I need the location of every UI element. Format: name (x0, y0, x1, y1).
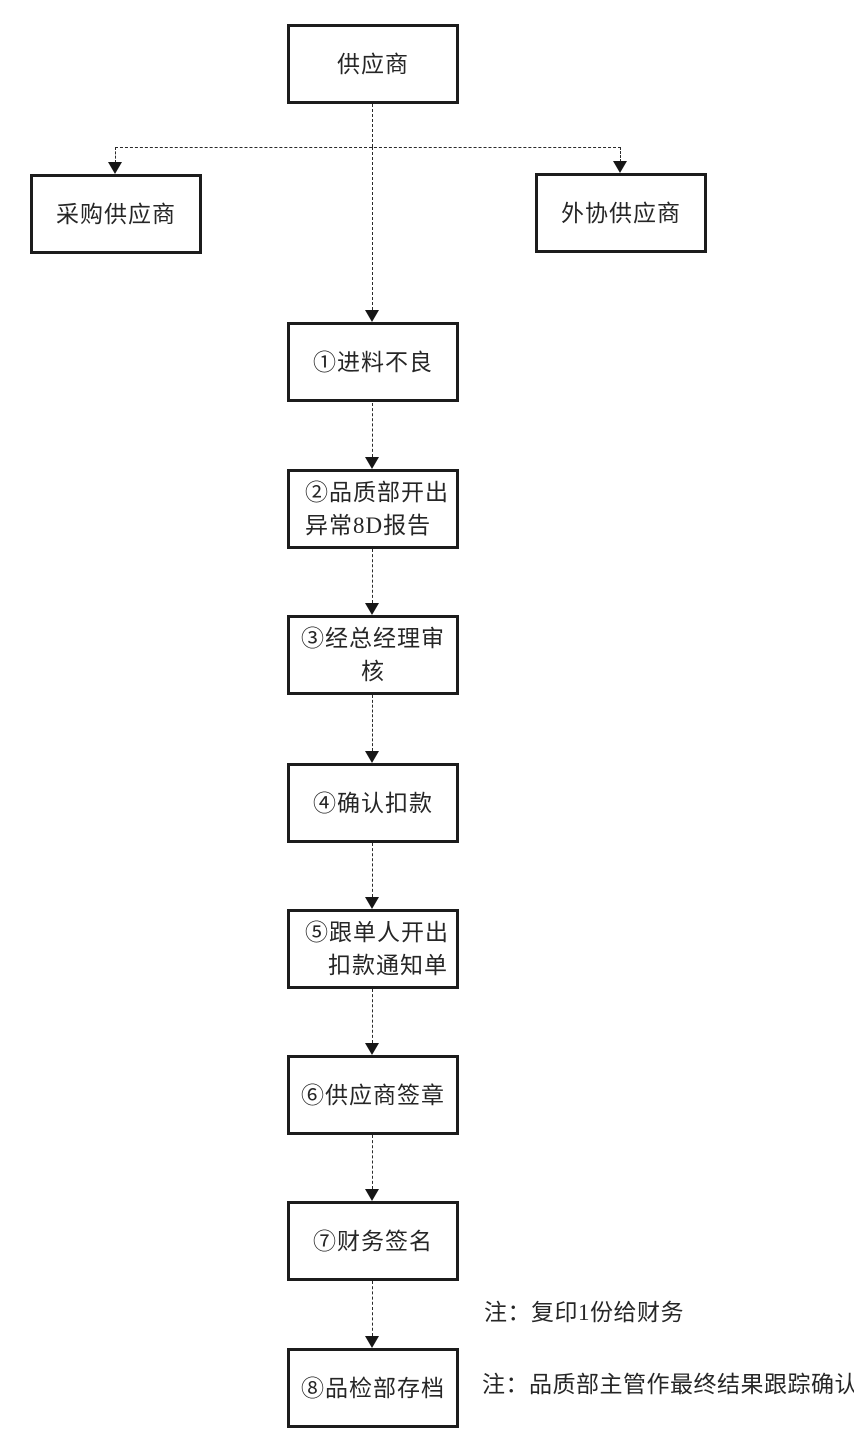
connector-step2-to-step3 (372, 549, 373, 603)
flow-box-supplier: 供应商 (287, 24, 459, 104)
arrowhead-down-icon (365, 751, 379, 763)
flow-box-label-line1: ②品质部开出 (305, 480, 449, 505)
flow-box-label-line1: ⑤跟单人开出 (305, 920, 449, 945)
flow-box-step-8-qc-archive: ⑧品检部存档 (287, 1348, 459, 1428)
flow-box-label: ③经总经理审核 (301, 626, 445, 684)
arrowhead-down-icon (365, 603, 379, 615)
flow-box-label: ④确认扣款 (313, 790, 433, 816)
note-quality-supervisor-followup: 注：品质部主管作最终结果跟踪确认 (482, 1372, 854, 1397)
flow-box-label: ①进料不良 (313, 349, 433, 375)
flow-box-label: ⑧品检部存档 (301, 1375, 445, 1401)
connector-split-horizontal (115, 147, 621, 148)
connector-step7-to-step8 (372, 1281, 373, 1336)
note-copy-to-finance: 注：复印1份给财务 (484, 1300, 684, 1325)
flow-box-step-5-deduction-notice: ⑤跟单人开出 扣款通知单 (287, 909, 459, 989)
arrowhead-down-icon (365, 310, 379, 322)
flow-box-label: 采购供应商 (56, 201, 176, 227)
connector-step6-to-step7 (372, 1135, 373, 1189)
flow-box-step-3-gm-review: ③经总经理审核 (287, 615, 459, 695)
connector-step4-to-step5 (372, 843, 373, 897)
flow-box-step-2-quality-8d-report: ②品质部开出 异常8D报告 (287, 469, 459, 549)
arrowhead-down-icon (365, 1336, 379, 1348)
flow-box-step-4-confirm-deduction: ④确认扣款 (287, 763, 459, 843)
flow-box-step-6-supplier-signature: ⑥供应商签章 (287, 1055, 459, 1135)
connector-root-to-split (372, 104, 373, 147)
flow-box-label: ⑦财务签名 (313, 1228, 433, 1254)
flow-box-label: 供应商 (337, 51, 409, 77)
connector-step3-to-step4 (372, 695, 373, 751)
arrowhead-down-icon (108, 162, 122, 174)
flow-box-label-line2: 扣款通知单 (328, 953, 448, 978)
flow-box-label: ⑥供应商签章 (301, 1082, 445, 1108)
arrowhead-down-icon (365, 1189, 379, 1201)
flow-box-purchase-supplier: 采购供应商 (30, 174, 202, 254)
flow-box-label: 外协供应商 (561, 200, 681, 226)
arrowhead-down-icon (365, 1043, 379, 1055)
arrowhead-down-icon (365, 897, 379, 909)
flow-box-step-7-finance-signature: ⑦财务签名 (287, 1201, 459, 1281)
flow-box-outsourced-supplier: 外协供应商 (535, 173, 707, 253)
connector-left-branch (115, 147, 116, 163)
connector-right-branch (620, 147, 621, 162)
flow-box-label-line2: 异常8D报告 (305, 513, 432, 538)
arrowhead-down-icon (365, 457, 379, 469)
flow-box-step-1-incoming-defect: ①进料不良 (287, 322, 459, 402)
arrowhead-down-icon (613, 161, 627, 173)
connector-split-to-step1 (372, 147, 373, 310)
connector-step1-to-step2 (372, 403, 373, 457)
connector-step5-to-step6 (372, 989, 373, 1043)
